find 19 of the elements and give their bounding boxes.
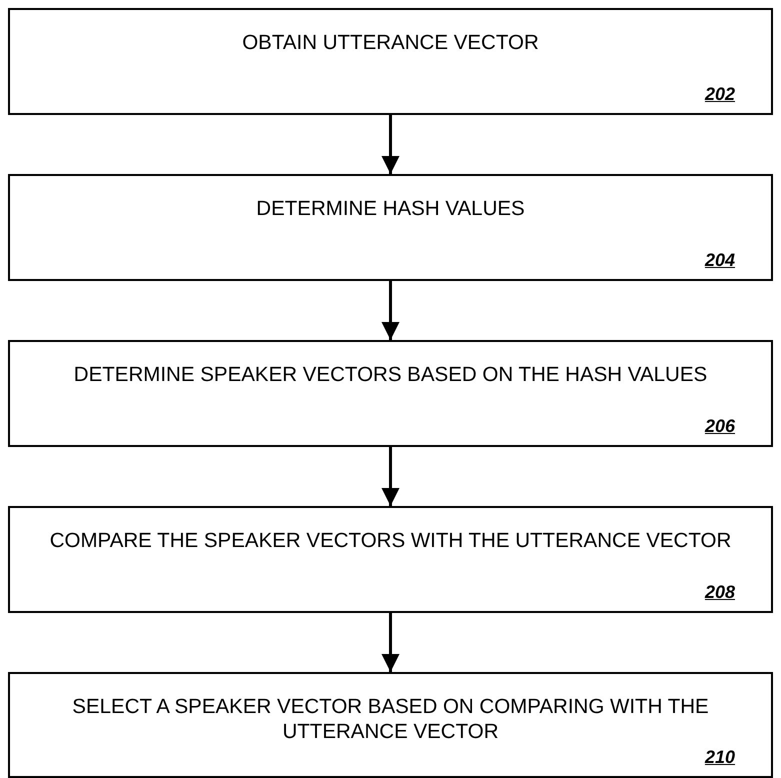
reference-number: 206: [704, 416, 735, 437]
process-box: [8, 506, 773, 613]
arrow: [382, 281, 400, 340]
step-text: SELECT A SPEAKER VECTOR BASED ON COMPARING WITH THE UTTERANCE VECTOR: [71, 694, 710, 744]
process-box: [8, 672, 773, 778]
step-text: COMPARE THE SPEAKER VECTORS WITH THE UTTERANCE VECTOR: [50, 528, 732, 553]
reference-number: 210: [704, 747, 735, 768]
arrow: [382, 447, 400, 506]
process-box: [8, 174, 773, 281]
step-text: OBTAIN UTTERANCE VECTOR: [242, 30, 539, 55]
process-box: [8, 340, 773, 447]
reference-number: 202: [704, 84, 735, 105]
process-box: [8, 8, 773, 115]
step-text: DETERMINE HASH VALUES: [256, 196, 525, 221]
reference-number: 208: [704, 582, 735, 603]
arrow: [382, 613, 400, 672]
arrow: [382, 115, 400, 174]
reference-number: 204: [704, 250, 735, 271]
step-text: DETERMINE SPEAKER VECTORS BASED ON THE HASH VALUES: [74, 362, 708, 387]
